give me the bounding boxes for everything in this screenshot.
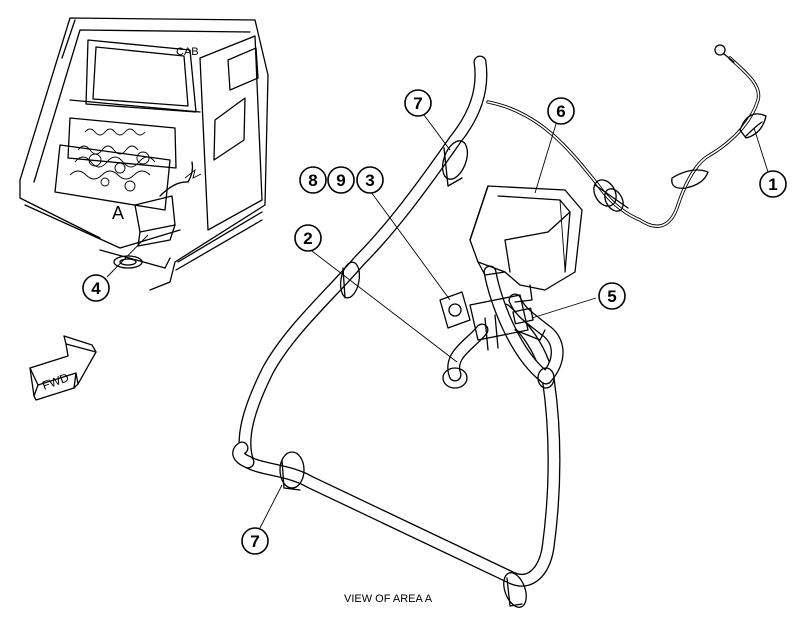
callout-6: 6	[547, 97, 575, 125]
callout-4-number: 4	[91, 279, 101, 298]
fwd-arrow	[29, 335, 97, 401]
mount-bracket	[439, 291, 546, 351]
callout-7-top: 7	[404, 89, 432, 117]
callout-1: 1	[759, 170, 787, 198]
cab-label: CAB	[176, 46, 199, 58]
callout-1-number: 1	[768, 175, 777, 194]
callout-8: 8	[299, 166, 327, 194]
callout-9: 9	[327, 166, 355, 194]
cable	[486, 44, 767, 228]
callout-3: 3	[356, 166, 384, 194]
callout-8-number: 8	[308, 171, 317, 190]
callout-4: 4	[82, 274, 110, 302]
callout-7-bottom-number: 7	[250, 532, 259, 551]
callout-2: 2	[294, 224, 322, 252]
callout-7-top-number: 7	[413, 94, 422, 113]
hose-loop	[232, 265, 564, 469]
callout-5-number: 5	[607, 287, 616, 306]
leader-lines	[106, 114, 769, 529]
callout-9-number: 9	[336, 171, 345, 190]
hose-clamps	[279, 140, 555, 608]
cab-overview-inset	[19, 17, 269, 291]
fwd-label: FWD	[40, 370, 71, 393]
work-lamp	[469, 185, 583, 303]
area-a-marker: A	[112, 203, 124, 223]
callout-7-bottom: 7	[241, 527, 269, 555]
callout-2-number: 2	[303, 229, 312, 248]
callout-6-number: 6	[556, 102, 565, 121]
callout-3-number: 3	[365, 171, 374, 190]
view-caption: VIEW OF AREA A	[344, 593, 433, 605]
callout-5: 5	[598, 282, 626, 310]
